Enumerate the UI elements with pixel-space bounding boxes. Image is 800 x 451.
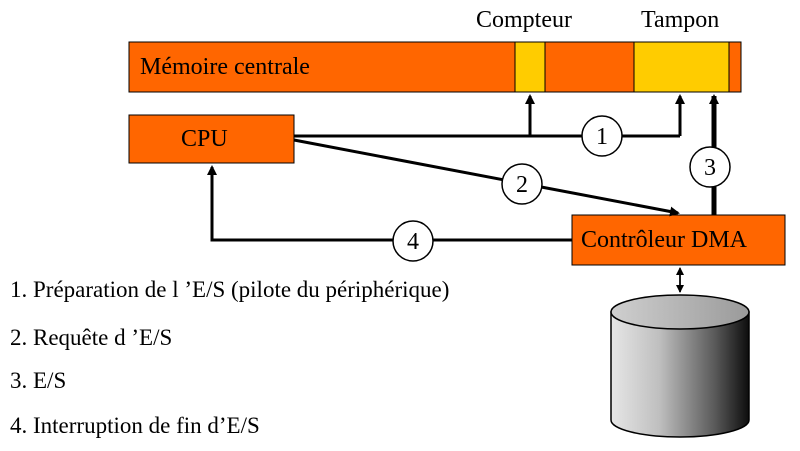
cpu-label: CPU [181,126,228,152]
step-circle-1: 1 [581,115,623,157]
step-circle-4: 4 [392,220,434,262]
step-number-4: 4 [407,229,419,255]
legend-item-4: 4. Interruption de fin d’E/S [10,413,260,438]
legend-item-1: 1. Préparation de l ’E/S (pilote du péri… [10,277,450,302]
arrow-1-setup [294,94,685,138]
cpu-box [128,114,295,164]
arrow-2-request [293,138,680,217]
dma-controller-box [571,214,786,266]
arrow-4-interrupt [207,165,572,242]
step-number-1: 1 [596,124,608,150]
step-number-3: 3 [704,155,716,181]
buffer-cell [633,41,730,93]
legend-item-3: 3. E/S [10,368,67,393]
step-circle-3: 3 [689,146,731,188]
legend-item-2: 2. Requête d ’E/S [10,325,173,350]
counter-cell [514,41,546,93]
step-number-2: 2 [516,172,528,198]
disk-cylinder [610,294,750,438]
step-circle-2: 2 [501,163,543,205]
counter-label: Compteur [476,7,572,33]
memory-label: Mémoire centrale [140,54,310,80]
buffer-label: Tampon [641,7,720,33]
memory-bar [128,41,742,93]
dma-controller-label: Contrôleur DMA [581,227,747,253]
